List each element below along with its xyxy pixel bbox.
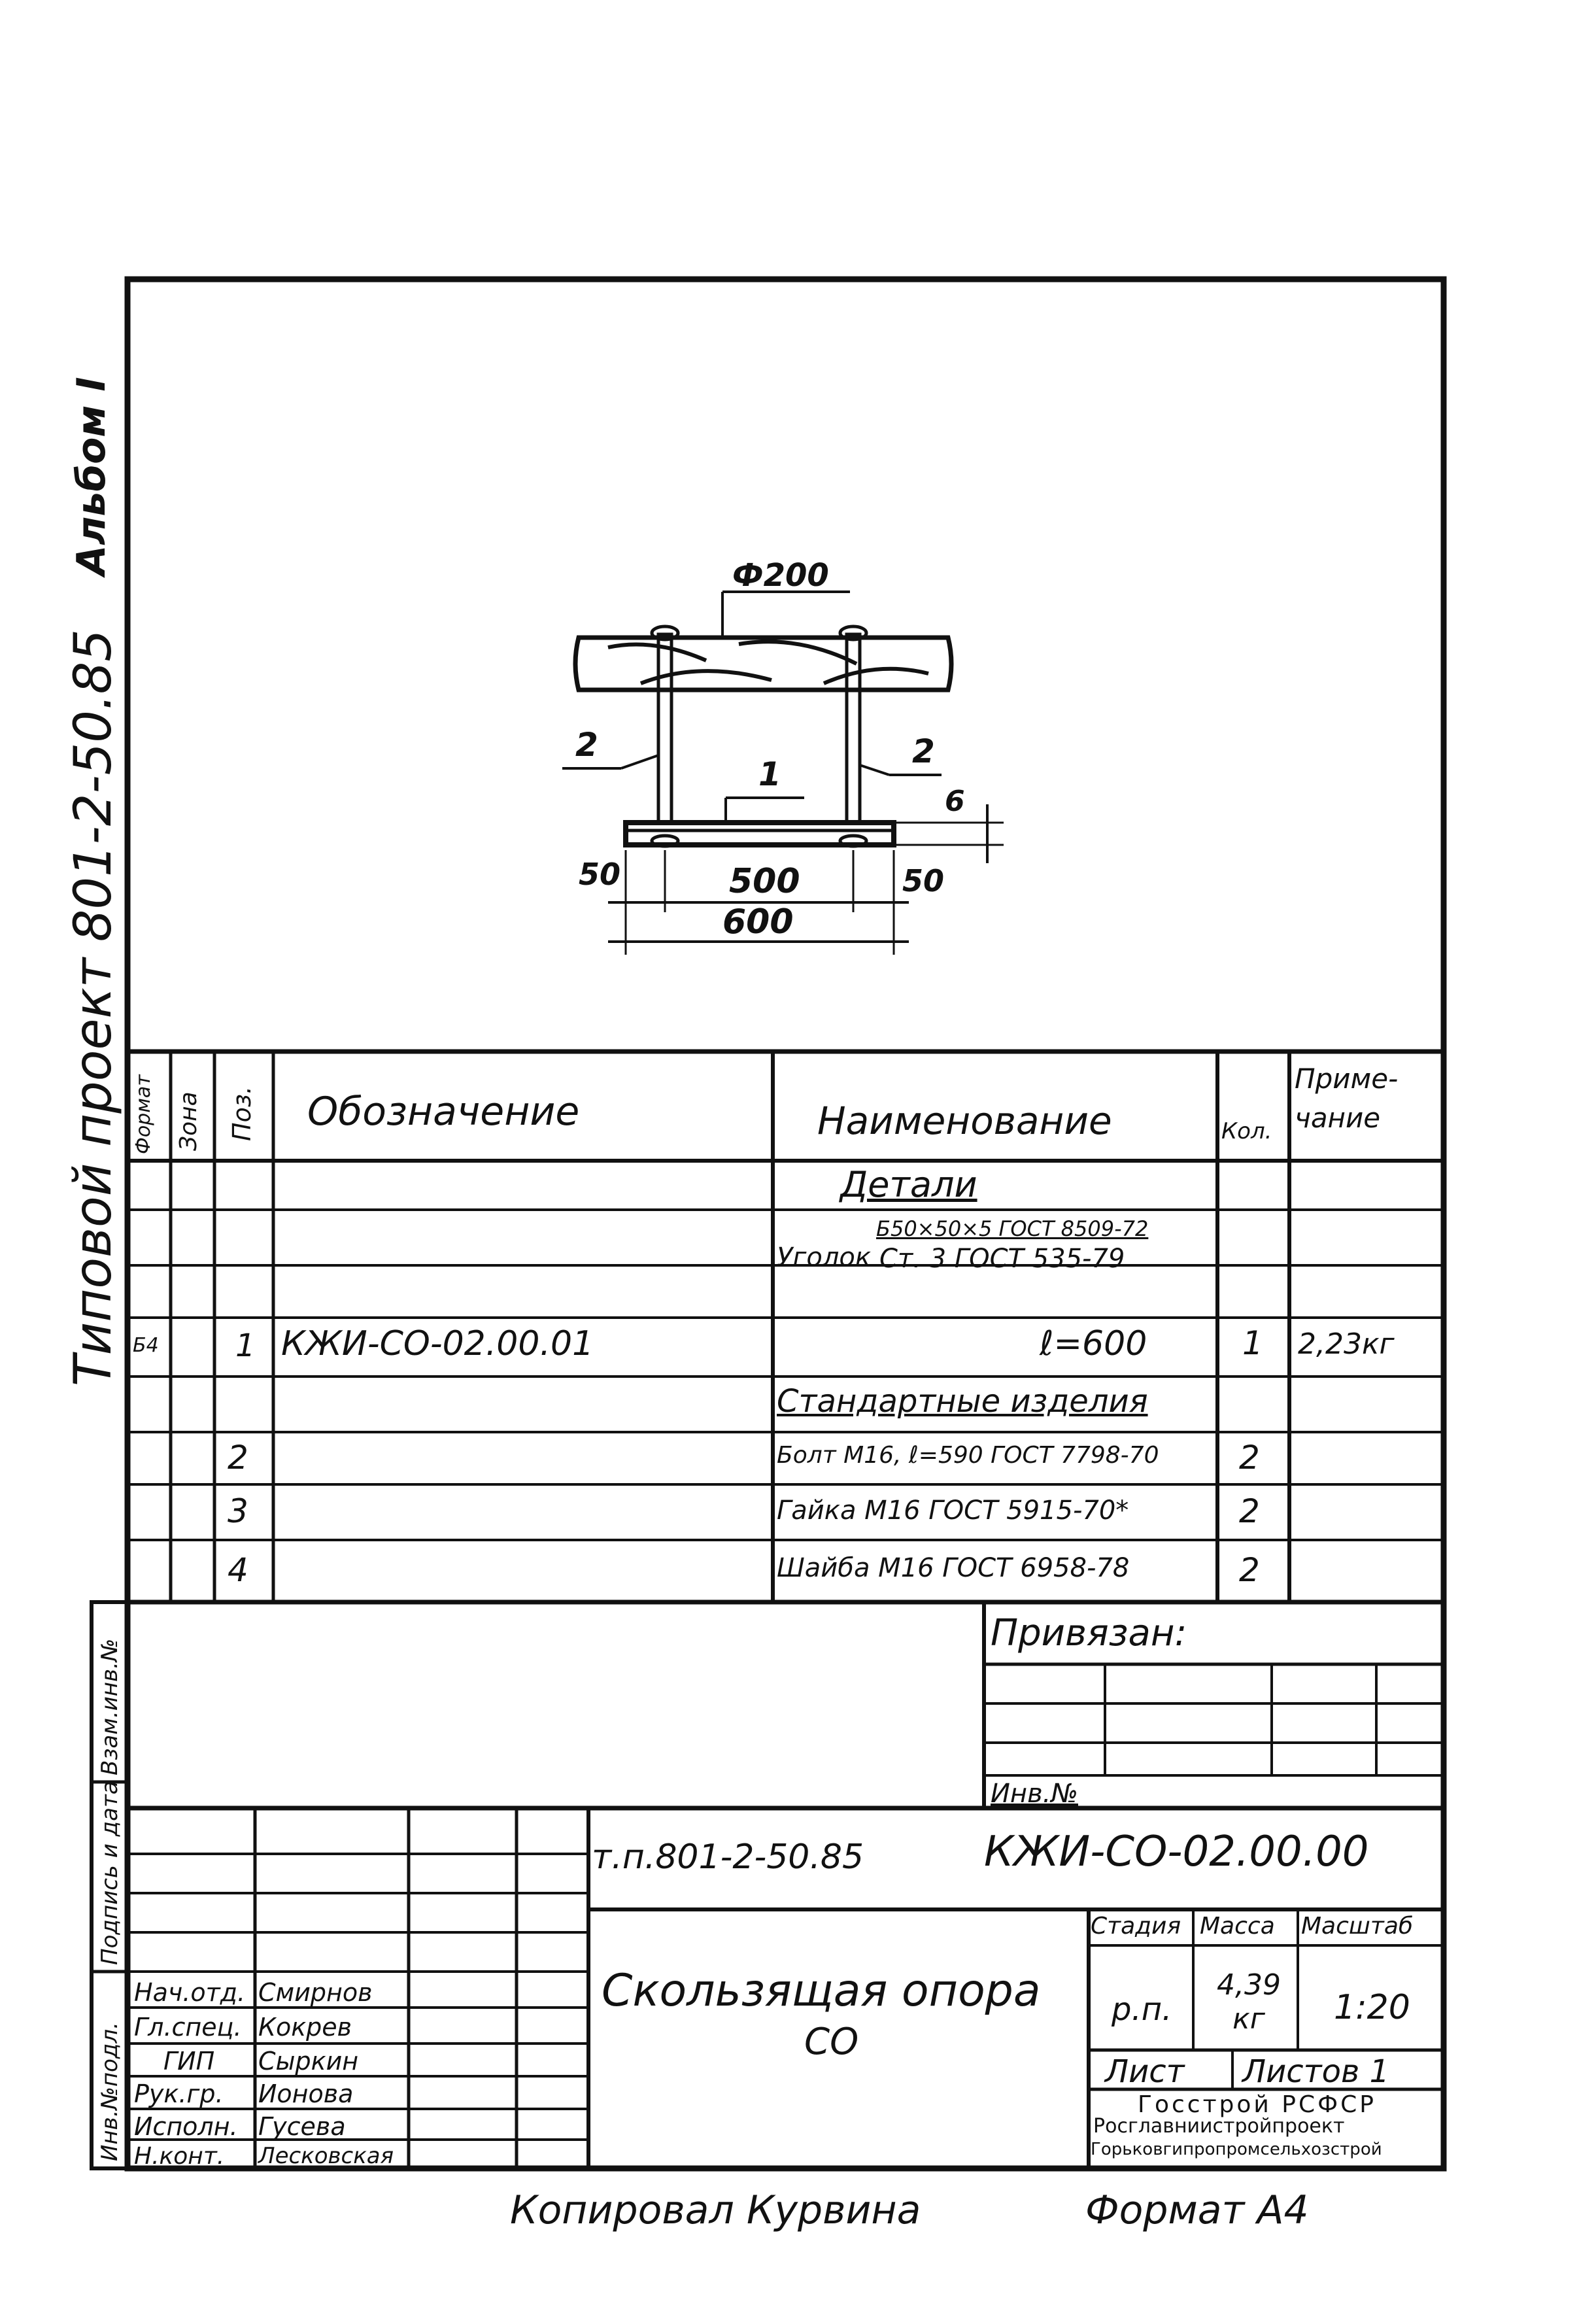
angle-label: Уголок <box>777 1242 872 1273</box>
name-4: Ионова <box>258 2079 354 2108</box>
dim-50-left: 50 <box>579 857 621 892</box>
scale-value: 1:20 <box>1334 1988 1410 2027</box>
header-format: Формат <box>132 1074 155 1154</box>
stamp-sign-label: Подпись и дата <box>97 1781 123 1965</box>
support-drawing <box>562 590 1004 955</box>
std-row-2-name: Болт М16, ℓ=590 ГОСТ 7798-70 <box>777 1442 1159 1469</box>
stamp-inv-label: Инв.№подл. <box>97 2022 123 2161</box>
org-line2: Росглавниистройпроект <box>1093 2115 1345 2138</box>
role-1: Нач.отд. <box>134 1978 246 2007</box>
org-line3: Горьковгипропромсельхозстрой <box>1091 2140 1382 2159</box>
stamp-replace-label: Взам.инв.№ <box>97 1638 123 1775</box>
footer-copied: Копировал Курвина <box>510 2187 921 2233</box>
angle-spec-bottom: Ст. 3 ГОСТ 535-79 <box>879 1244 1125 1274</box>
std-row-3-qty: 2 <box>1239 1492 1260 1530</box>
mass-label: Масса <box>1200 1913 1275 1940</box>
dim-600: 600 <box>722 902 794 942</box>
role-5: Исполн. <box>134 2112 238 2141</box>
section-standard: Стандартные изделия <box>777 1383 1148 1420</box>
stage-value: р.п. <box>1112 1991 1172 2028</box>
footer-format: Формат А4 <box>1085 2187 1309 2233</box>
part-1-label: 1 <box>758 755 781 793</box>
project-code: т.п.801-2-50.85 <box>592 1838 864 1877</box>
name-5: Гусева <box>258 2112 346 2141</box>
drawing-title-line1: Скользящая опора <box>602 1965 1041 2017</box>
header-name: Наименование <box>817 1099 1112 1143</box>
project-label: Типовой проект 801-2-50.85 <box>64 629 123 1386</box>
row-1-note: 2,23кг <box>1298 1327 1395 1361</box>
std-row-3-name: Гайка М16 ГОСТ 5915-70* <box>777 1496 1129 1526</box>
header-pos: Поз. <box>228 1086 256 1141</box>
header-zone: Зона <box>175 1091 202 1151</box>
std-row-4-pos: 4 <box>228 1551 248 1589</box>
header-note: Приме-чание <box>1295 1063 1399 1134</box>
header-designation: Обозначение <box>307 1089 580 1135</box>
mass-value: 4,39 кг <box>1217 1968 1281 2036</box>
std-row-2-qty: 2 <box>1239 1439 1260 1477</box>
row-1-pos: 1 <box>235 1327 256 1364</box>
name-6: Лесковская <box>258 2143 394 2169</box>
thickness-label: 6 <box>945 785 965 818</box>
binding-inv: Инв.№ <box>991 1779 1078 1809</box>
scale-label: Масштаб <box>1301 1913 1414 1940</box>
name-1: Смирнов <box>258 1978 373 2007</box>
role-6: Н.конт. <box>134 2143 225 2170</box>
row-1-qty: 1 <box>1242 1324 1263 1362</box>
row-1-designation: КЖИ-СО-02.00.01 <box>281 1324 594 1363</box>
std-row-3-pos: 3 <box>228 1492 248 1530</box>
angle-spec-top: Б50×50×5 ГОСТ 8509-72 <box>876 1216 1149 1241</box>
part-2-right-label: 2 <box>912 732 935 770</box>
std-row-4-qty: 2 <box>1239 1551 1260 1589</box>
std-row-4-name: Шайба М16 ГОСТ 6958-78 <box>777 1553 1130 1583</box>
std-row-2-pos: 2 <box>228 1439 248 1477</box>
sheets-label: Листов 1 <box>1242 2053 1390 2090</box>
role-4: Рук.гр. <box>134 2079 224 2108</box>
name-2: Кокрев <box>258 2013 352 2042</box>
binding-title: Привязан: <box>991 1612 1187 1654</box>
row-1-format: Б4 <box>133 1334 159 1357</box>
album-label: Альбом I <box>69 377 114 575</box>
dim-50-right: 50 <box>902 863 945 898</box>
org-line1: Госстрой РСФСР <box>1138 2091 1376 2118</box>
header-qty: Кол. <box>1221 1118 1272 1144</box>
stage-label: Стадия <box>1091 1913 1181 1940</box>
section-details: Детали <box>840 1164 977 1205</box>
sheet-label: Лист <box>1105 2053 1185 2090</box>
dim-500: 500 <box>729 862 800 901</box>
doc-code: КЖИ-СО-02.00.00 <box>984 1828 1369 1876</box>
role-3: ГИП <box>163 2047 215 2076</box>
part-2-left-label: 2 <box>575 726 598 764</box>
name-3: Сыркин <box>258 2047 359 2076</box>
drawing-title-line2: СО <box>804 2021 859 2063</box>
role-2: Гл.спец. <box>134 2013 242 2042</box>
pipe-diameter-label: Ф200 <box>732 557 829 594</box>
row-1-name: ℓ=600 <box>1040 1324 1147 1363</box>
